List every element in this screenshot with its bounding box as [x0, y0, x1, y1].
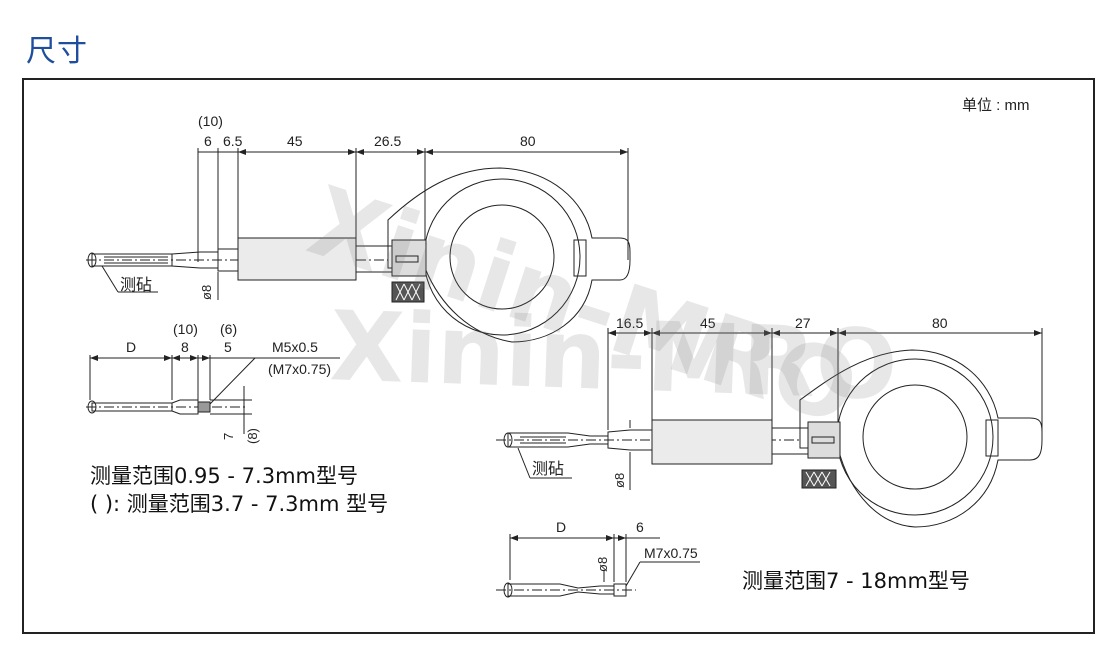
caption-range-b: ( ): 测量范围3.7 - 7.3mm 型号	[90, 492, 389, 516]
unit-label: 单位 : mm	[962, 97, 1030, 114]
top-dia-label: ø8	[199, 285, 214, 300]
small-a-dim-8: 8	[181, 339, 189, 355]
right-dim-27: 27	[795, 315, 811, 331]
small-a-dim-5: 5	[224, 339, 232, 355]
top-dim-6-5: 6.5	[223, 133, 243, 149]
small-a-side-dim-7: 7	[221, 433, 236, 440]
drawing-frame	[22, 78, 1095, 634]
right-dia-label: ø8	[612, 473, 627, 488]
small-a-thread-label-alt: (M7x0.75)	[268, 361, 331, 377]
small-b-dim-d: D	[556, 519, 566, 535]
small-b-dia-label: ø8	[595, 557, 610, 572]
small-a-thread-label: M5x0.5	[272, 339, 318, 355]
right-dim-16-5: 16.5	[616, 315, 643, 331]
top-tip-label: 测砧	[120, 276, 152, 294]
small-a-side-dim-8: (8)	[245, 428, 260, 444]
top-dim-26-5: 26.5	[374, 133, 401, 149]
right-gauge	[496, 328, 1043, 528]
right-dim-45: 45	[700, 315, 716, 331]
top-dim-80: 80	[520, 133, 536, 149]
small-gauge-b	[496, 534, 700, 598]
caption-range-a: 测量范围0.95 - 7.3mm型号	[90, 464, 358, 488]
small-b-dim-6: 6	[636, 519, 644, 535]
page-title: 尺寸	[26, 34, 88, 69]
small-gauge-a	[86, 355, 340, 434]
top-gauge	[86, 148, 631, 343]
small-a-dim-10: (10)	[173, 321, 198, 337]
small-b-thread-label: M7x0.75	[644, 545, 698, 561]
top-dim-45: 45	[287, 133, 303, 149]
right-dim-80: 80	[932, 315, 948, 331]
small-a-dim-6: (6)	[220, 321, 237, 337]
small-a-dim-d: D	[126, 339, 136, 355]
top-dim-10: (10)	[198, 113, 223, 129]
top-dim-6: 6	[204, 133, 212, 149]
caption-range-c: 测量范围7 - 18mm型号	[742, 569, 970, 593]
right-tip-label: 测砧	[532, 460, 564, 478]
